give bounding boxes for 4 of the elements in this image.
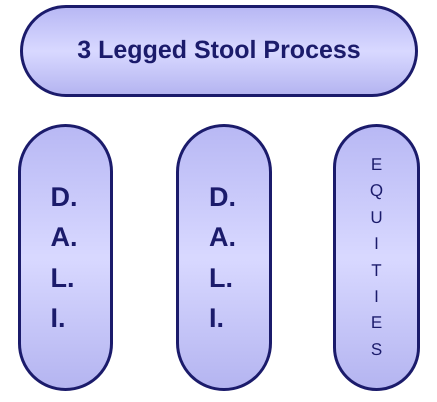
pill-label: 3 Legged Stool Process	[77, 35, 361, 66]
pill-label: D. A. L. I.	[208, 180, 237, 335]
pill-label: EQUITIES	[370, 154, 384, 361]
pill-label: D. A. L. I.	[50, 180, 78, 335]
